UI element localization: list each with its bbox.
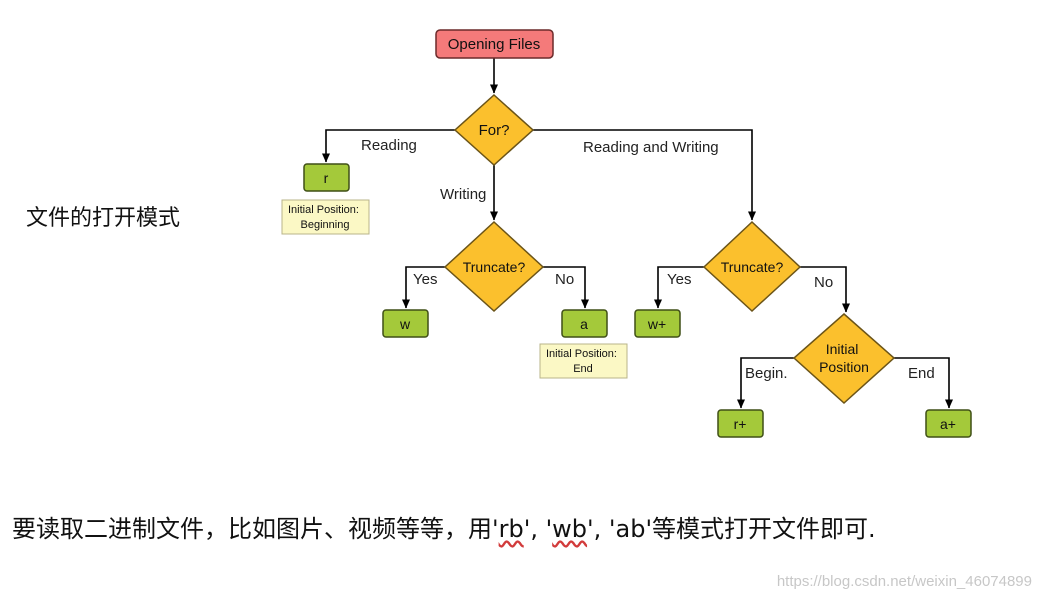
mode-r-label: r <box>324 170 329 186</box>
edge-begin <box>737 357 796 409</box>
note-r-line2: Beginning <box>301 219 350 231</box>
decision-initial-position-line1: Initial <box>826 341 859 357</box>
start-node: Opening Files <box>435 29 554 59</box>
flowchart: Opening Files For? Truncate? Truncate? I… <box>281 29 972 438</box>
decision-purpose: For? <box>453 93 535 167</box>
decision-truncate-rw: Truncate? <box>702 220 802 313</box>
decision-initial-position-line2: Position <box>819 359 869 375</box>
branch-label-reading-and-writing: Reading and Writing <box>583 139 719 156</box>
mode-w-plus-label: w+ <box>647 316 666 332</box>
edge-no-rw <box>799 266 850 313</box>
note-r-initial-position: Initial Position: Beginning <box>281 199 370 235</box>
branch-label-yes-rw: Yes <box>667 271 691 288</box>
note-a-text: Initial Position: End <box>546 348 620 375</box>
decision-initial-position: Initial Position <box>792 313 896 405</box>
mode-w-label: w <box>399 316 411 332</box>
edge-yes-rw <box>654 266 705 309</box>
note-a-line1: Initial Position: <box>546 348 617 360</box>
branch-label-begin: Begin. <box>745 365 788 382</box>
caption-part-1: 要读取二进制文件，比如图片、视频等等，用' <box>12 515 499 543</box>
mode-r-plus: r+ <box>717 409 764 438</box>
caption-part-3: ', 'ab'等模式打开文件即可. <box>587 515 876 543</box>
mode-a-plus: a+ <box>925 409 972 438</box>
caption-mode-wb: wb <box>552 515 588 543</box>
edge-reading-and-writing <box>532 129 756 221</box>
decision-truncate-write: Truncate? <box>443 220 545 313</box>
mode-a-plus-label: a+ <box>940 416 956 432</box>
caption-part-2: ', ' <box>523 515 553 543</box>
branch-label-yes-write: Yes <box>413 271 437 288</box>
edge-reading <box>322 129 456 163</box>
note-r-text: Initial Position: Beginning <box>288 204 362 231</box>
edge-end <box>892 357 953 409</box>
branch-label-no-write: No <box>555 271 574 288</box>
side-title: 文件的打开模式 <box>26 206 181 231</box>
edge-yes-write <box>402 266 446 309</box>
mode-a: a <box>561 309 608 338</box>
branch-label-end: End <box>908 365 935 382</box>
mode-w: w <box>382 309 429 338</box>
decision-initial-position-label: Initial Position <box>819 341 869 375</box>
caption-mode-rb: rb <box>498 515 524 543</box>
mode-r: r <box>303 163 350 192</box>
decision-truncate-rw-label: Truncate? <box>721 259 784 275</box>
caption: 要读取二进制文件，比如图片、视频等等，用'rb', 'wb', 'ab'等模式打… <box>12 509 876 544</box>
note-r-line1: Initial Position: <box>288 204 359 216</box>
decision-purpose-label: For? <box>479 122 510 139</box>
mode-a-label: a <box>580 316 588 332</box>
branch-label-no-rw: No <box>814 274 833 291</box>
mode-w-plus: w+ <box>634 309 681 338</box>
branch-label-writing: Writing <box>440 186 486 203</box>
note-a-line2: End <box>573 363 593 375</box>
decision-truncate-write-label: Truncate? <box>463 259 526 275</box>
branch-label-reading: Reading <box>361 137 417 154</box>
note-a-initial-position: Initial Position: End <box>539 343 628 379</box>
edge-no-write <box>542 266 589 309</box>
start-label: Opening Files <box>448 36 541 53</box>
watermark: https://blog.csdn.net/weixin_46074899 <box>776 573 1032 590</box>
mode-r-plus-label: r+ <box>734 416 747 432</box>
